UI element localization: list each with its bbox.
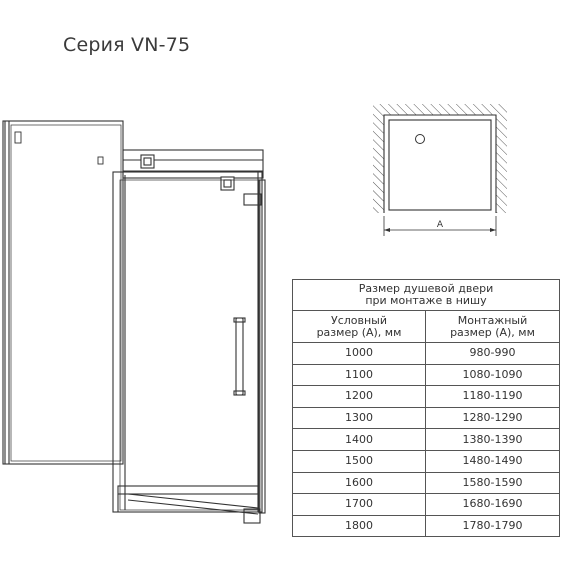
installation-size-cell: 1180-1190 xyxy=(425,385,560,408)
niche-diagram: A xyxy=(373,104,507,236)
installation-size-cell: 1380-1390 xyxy=(425,428,560,451)
sliding-panel-inner xyxy=(119,179,261,511)
drain-icon xyxy=(415,134,425,144)
roller-right xyxy=(220,176,235,191)
table-row: 1200 1180-1190 xyxy=(292,385,560,408)
top-left-fitting xyxy=(14,131,22,144)
column-header-installation: Монтажный размер (A), мм xyxy=(425,310,560,343)
shower-tray xyxy=(388,119,492,211)
installation-size-cell: 1680-1690 xyxy=(425,493,560,516)
rail-end xyxy=(243,193,262,206)
dimension-label: A xyxy=(437,220,444,230)
clamp xyxy=(97,156,104,165)
table-row: 1500 1480-1490 xyxy=(292,449,560,473)
installation-size-cell: 1080-1090 xyxy=(425,363,560,387)
nominal-size-cell: 1200 xyxy=(292,385,426,408)
nominal-size-cell: 1000 xyxy=(292,342,426,365)
series-title: Серия VN-75 xyxy=(63,34,191,56)
size-table: Размер душевой двери при монтаже в нишу … xyxy=(292,279,560,538)
installation-size-cell: 1280-1290 xyxy=(425,406,560,430)
nominal-size-cell: 1600 xyxy=(292,471,426,495)
nominal-size-cell: 1800 xyxy=(292,514,426,538)
nominal-size-cell: 1500 xyxy=(292,449,426,473)
bottom-guide xyxy=(243,508,261,524)
table-row: 1100 1080-1090 xyxy=(292,363,560,387)
table-title: Размер душевой двери при монтаже в нишу xyxy=(292,279,560,311)
installation-size-cell: 1780-1790 xyxy=(425,514,560,538)
roller-left xyxy=(140,154,155,169)
table-row: 1000 980-990 xyxy=(292,342,560,365)
table-row: 1700 1680-1690 xyxy=(292,493,560,516)
table-row: 1800 1780-1790 xyxy=(292,514,560,538)
nominal-size-cell: 1400 xyxy=(292,428,426,451)
sliding-panel-outer xyxy=(112,171,263,513)
nominal-size-cell: 1100 xyxy=(292,363,426,387)
shower-door-drawing xyxy=(2,120,266,524)
installation-size-cell: 1580-1590 xyxy=(425,471,560,495)
installation-size-cell: 980-990 xyxy=(425,342,560,365)
bottom-track xyxy=(117,485,259,495)
table-row: 1300 1280-1290 xyxy=(292,406,560,430)
fixed-panel-inner xyxy=(10,124,122,462)
fixed-panel-outer xyxy=(2,120,124,465)
nominal-size-cell: 1700 xyxy=(292,493,426,516)
top-rail xyxy=(122,149,264,179)
table-row: 1400 1380-1390 xyxy=(292,428,560,451)
table-row: 1600 1580-1590 xyxy=(292,471,560,495)
column-header-nominal: Условный размер (A), мм xyxy=(292,310,426,343)
installation-size-cell: 1480-1490 xyxy=(425,449,560,473)
nominal-size-cell: 1300 xyxy=(292,406,426,430)
right-wall-profile xyxy=(258,179,266,514)
door-handle xyxy=(235,317,244,396)
